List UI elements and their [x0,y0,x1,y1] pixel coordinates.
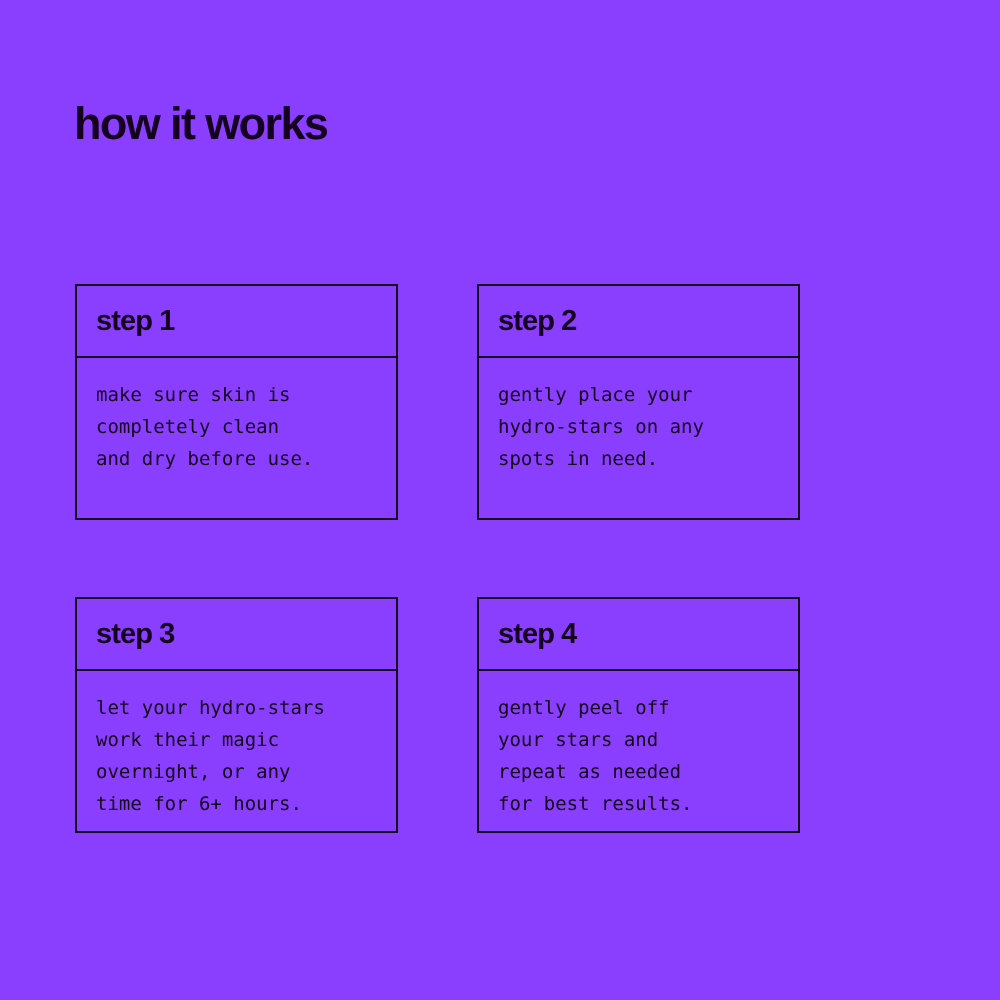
step-card-4[interactable]: step 4 gently peel off your stars and re… [477,597,800,833]
step-card-4-label: step 4 [498,617,577,650]
step-card-1-text: make sure skin is completely clean and d… [96,384,314,470]
step-card-2-text: gently place your hydro-stars on any spo… [498,384,704,470]
step-card-2[interactable]: step 2 gently place your hydro-stars on … [477,284,800,520]
steps-grid: step 1 make sure skin is completely clea… [75,284,800,833]
step-card-4-body: gently peel off your stars and repeat as… [479,671,798,831]
step-card-4-text: gently peel off your stars and repeat as… [498,697,693,815]
steps-row-2: step 3 let your hydro-stars work their m… [75,597,800,833]
step-card-3-header: step 3 [77,599,396,671]
step-card-4-header: step 4 [479,599,798,671]
step-card-1-header: step 1 [77,286,396,358]
step-card-1-label: step 1 [96,304,175,337]
step-card-3-body: let your hydro-stars work their magic ov… [77,671,396,831]
step-card-1-body: make sure skin is completely clean and d… [77,358,396,518]
step-card-2-body: gently place your hydro-stars on any spo… [479,358,798,518]
page-title: how it works [74,98,329,149]
steps-row-1: step 1 make sure skin is completely clea… [75,284,800,520]
step-card-2-header: step 2 [479,286,798,358]
step-card-1[interactable]: step 1 make sure skin is completely clea… [75,284,398,520]
step-card-3[interactable]: step 3 let your hydro-stars work their m… [75,597,398,833]
step-card-2-label: step 2 [498,304,577,337]
step-card-3-text: let your hydro-stars work their magic ov… [96,697,325,815]
step-card-3-label: step 3 [96,617,175,650]
